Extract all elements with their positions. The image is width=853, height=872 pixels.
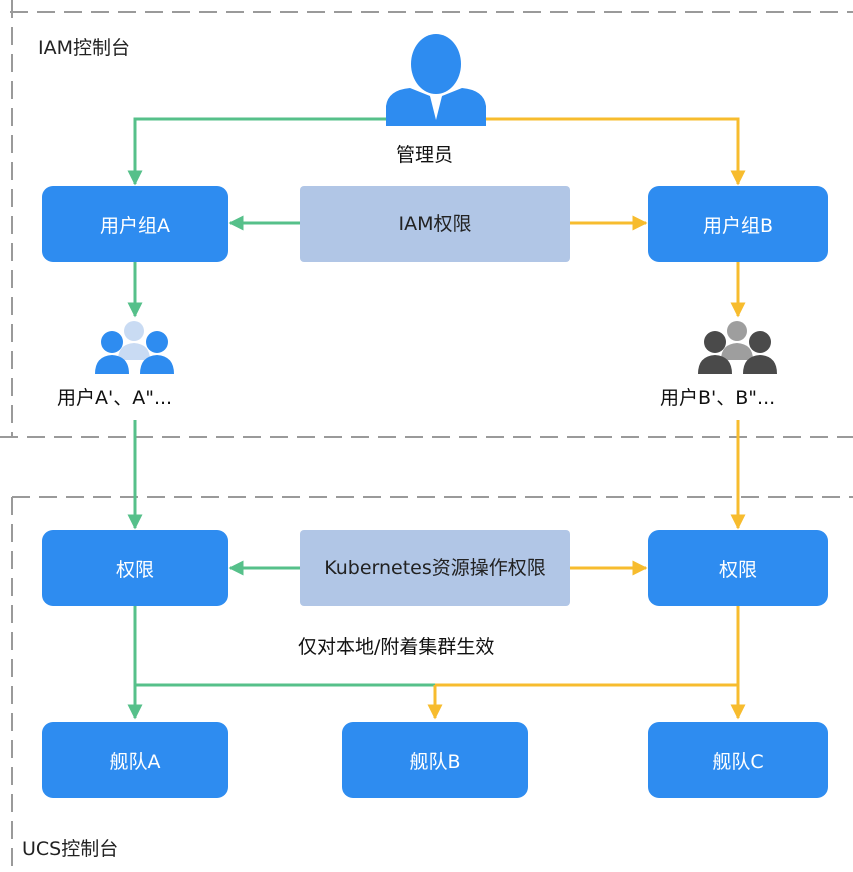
users-b-label: 用户B'、B"...: [660, 387, 776, 409]
user-group-b: 用户组B: [648, 186, 828, 262]
user-group-b-icon: [698, 321, 777, 374]
user-group-a-icon: [95, 321, 174, 374]
permission-a-box: 权限: [42, 530, 228, 606]
fleet-a-box: 舰队A: [42, 722, 228, 798]
kubernetes-permission-box: Kubernetes资源操作权限: [300, 530, 570, 606]
admin-label: 管理员: [396, 144, 454, 166]
ucs-console-label: UCS控制台: [22, 838, 119, 860]
iam-region-boundary: [0, 0, 853, 438]
permission-b-box: 权限: [648, 530, 828, 606]
fleet-b-box: 舰队B: [342, 722, 528, 798]
ucs-region-boundary: [11, 496, 853, 872]
scope-note: 仅对本地/附着集群生效: [298, 636, 495, 658]
fleet-c-box: 舰队C: [648, 722, 828, 798]
users-a-label: 用户A'、A"...: [57, 387, 173, 409]
iam-permission-box: IAM权限: [300, 186, 570, 262]
yellow-connectors: [427, 117, 746, 720]
iam-console-label: IAM控制台: [38, 37, 130, 59]
admin-user-icon: [386, 34, 486, 126]
user-group-a: 用户组A: [42, 186, 228, 262]
